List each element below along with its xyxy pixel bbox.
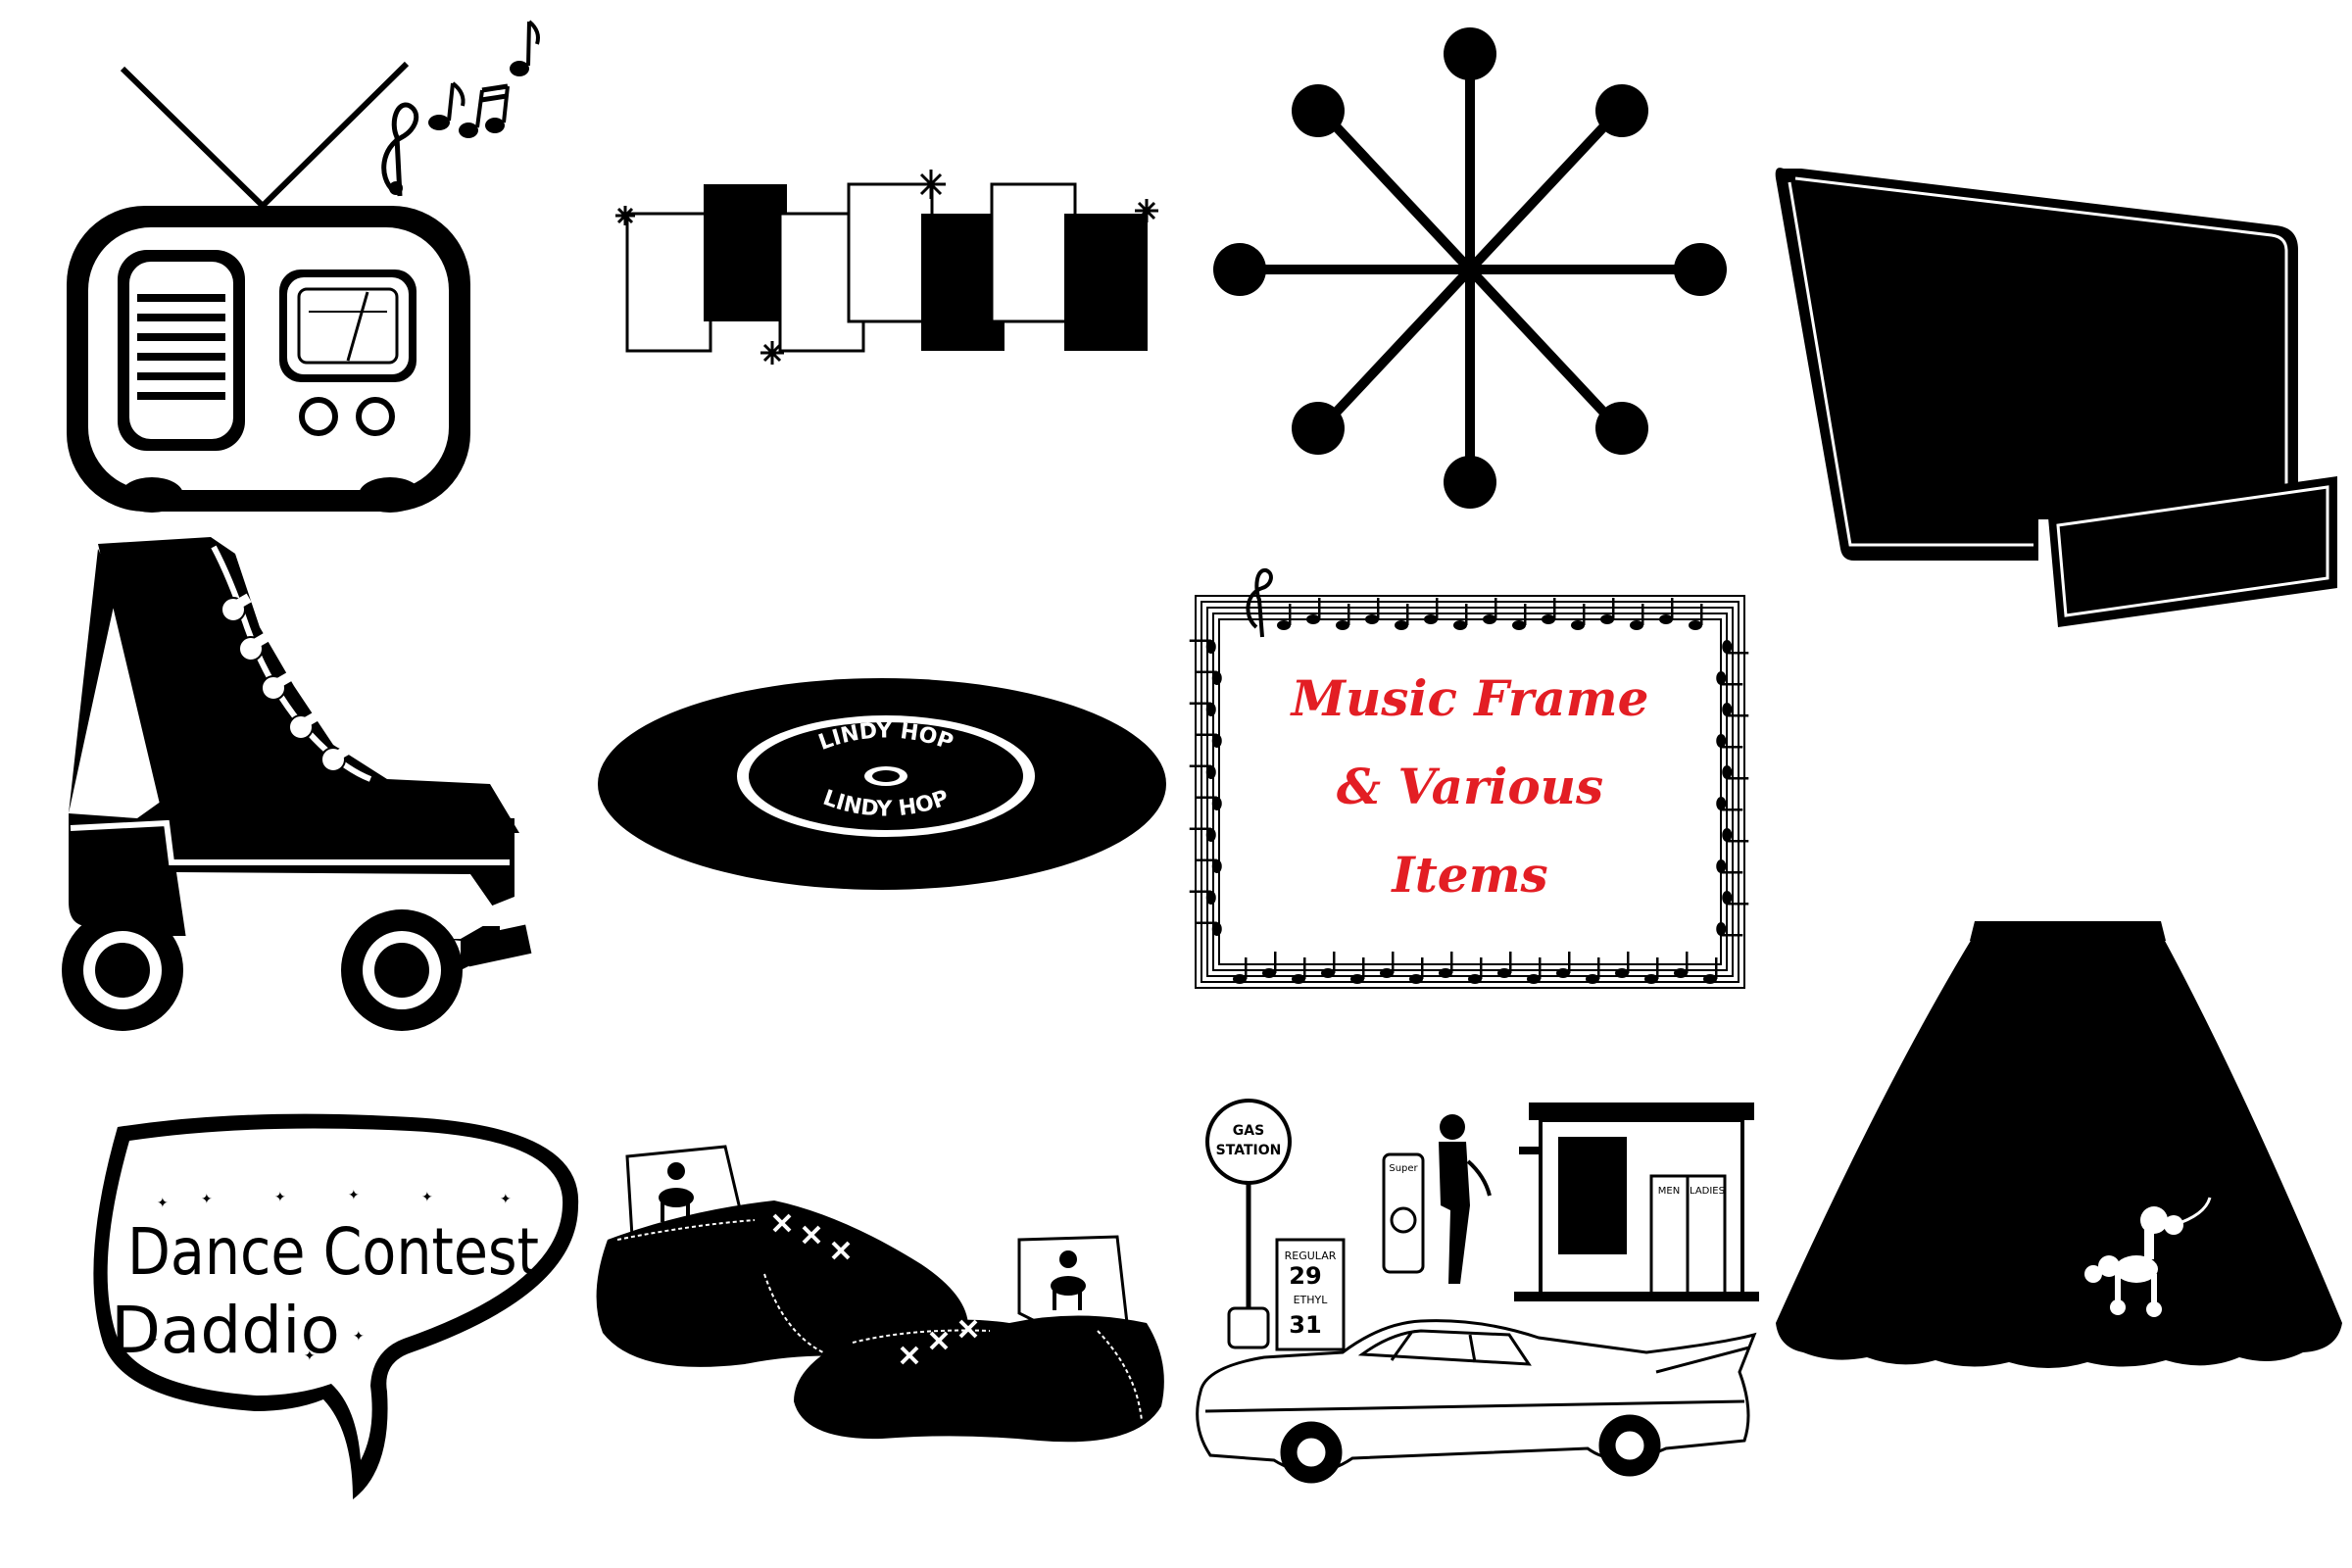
diamond-checker-banner-icon (615, 170, 1158, 365)
music-note-icon (1453, 604, 1468, 630)
music-note-icon (1380, 952, 1395, 978)
dance-contest-line2: Daddio (111, 1293, 340, 1368)
gas-sign-line2: STATION (1216, 1143, 1282, 1158)
gas-sign-line1: GAS (1233, 1123, 1264, 1139)
door-men: MEN (1658, 1186, 1680, 1197)
music-note-icon (1195, 670, 1222, 685)
speech-bubble-icon: ✦ ✦ ✦ ✦ ✦ ✦ Dance Contest Daddio ✦ ✦ ✦ (93, 1113, 579, 1499)
frame-title-line1: Music Frame (1290, 669, 1649, 727)
music-note-icon (1722, 640, 1749, 655)
music-note-icon (1195, 858, 1222, 873)
music-note-icon (1189, 639, 1216, 654)
music-note-icon (1703, 957, 1718, 984)
frame-title-line2: & Various (1337, 758, 1603, 815)
svg-text:✦: ✦ (500, 1193, 512, 1207)
music-note-icon (1365, 598, 1380, 624)
googie-sign-icon (1775, 168, 2337, 627)
music-note-icon (1195, 733, 1222, 748)
gas-station-icon: GAS STATION REGULAR 29 ETHYL 31 Super ME… (1205, 1099, 1759, 1351)
music-note-icon (1722, 891, 1749, 906)
atomic-starburst-icon (1213, 27, 1727, 509)
music-note-icon (1292, 957, 1306, 984)
music-note-icon (1189, 764, 1216, 779)
music-note-icon (1527, 957, 1542, 984)
music-note-icon (1483, 598, 1497, 624)
music-note-icon (1722, 703, 1749, 717)
music-note-icon (1644, 957, 1659, 984)
music-note-icon (1586, 957, 1600, 984)
music-note-icon (1716, 859, 1743, 874)
music-note-icon (1424, 598, 1439, 624)
music-note-icon (1497, 952, 1512, 978)
music-note-icon (1722, 765, 1749, 780)
frame-title-line3: Items (1390, 846, 1547, 904)
music-note-icon (1716, 734, 1743, 749)
music-note-icon (1615, 952, 1630, 978)
music-note-icon (1262, 952, 1277, 978)
music-note-icon (1277, 604, 1292, 630)
roller-skate-icon (62, 537, 532, 1031)
music-note-icon (1600, 598, 1615, 624)
music-note-icon (1189, 702, 1216, 716)
music-note-icon (1189, 827, 1216, 842)
music-note-icon (1630, 604, 1644, 630)
svg-text:✦: ✦ (201, 1193, 213, 1207)
music-note-icon (1189, 890, 1216, 905)
music-note-icon (1512, 604, 1527, 630)
price-ethyl-label: ETHYL (1294, 1294, 1329, 1306)
music-note-icon (1542, 598, 1556, 624)
music-note-icon (1722, 828, 1749, 843)
price-ethyl: 31 (1289, 1311, 1321, 1339)
svg-text:✦: ✦ (157, 1197, 169, 1211)
music-note-icon (1395, 604, 1409, 630)
music-note-icon (1306, 598, 1321, 624)
music-note-icon (1233, 957, 1248, 984)
music-note-icon (1659, 598, 1674, 624)
poodle-skirt-icon (1776, 921, 2342, 1368)
music-note-icon (1556, 952, 1571, 978)
classic-car-icon (1196, 1319, 1757, 1484)
music-note-icon (1195, 921, 1222, 936)
vinyl-record-icon: LINDY HOP LINDY HOP (598, 678, 1166, 890)
music-note-icon (1195, 796, 1222, 810)
pump-brand: Super (1389, 1163, 1418, 1174)
poodle-saddle-shoes-icon (596, 1145, 1164, 1443)
retro-radio-tv-icon (67, 61, 470, 513)
svg-text:✦: ✦ (353, 1330, 365, 1345)
dance-contest-line1: Dance Contest (127, 1214, 539, 1290)
music-note-icon (1716, 797, 1743, 811)
price-regular-label: REGULAR (1285, 1250, 1337, 1262)
music-note-icon (1716, 922, 1743, 937)
music-staff-frame-icon: Music Frame & Various Items (1189, 567, 1749, 989)
price-regular: 29 (1289, 1262, 1321, 1290)
music-note-icon (1409, 957, 1424, 984)
svg-text:✦: ✦ (147, 1334, 159, 1348)
music-note-icon (1336, 604, 1350, 630)
music-note-icon (1468, 957, 1483, 984)
music-note-icon (1716, 671, 1743, 686)
door-ladies: LADIES (1690, 1186, 1725, 1197)
svg-text:✦: ✦ (304, 1349, 316, 1364)
music-note-icon (1439, 952, 1453, 978)
svg-text:✦: ✦ (421, 1191, 433, 1205)
music-note-icon (1689, 604, 1703, 630)
music-note-icon (1350, 957, 1365, 984)
music-note-icon (1571, 604, 1586, 630)
svg-text:✦: ✦ (348, 1189, 360, 1203)
svg-text:✦: ✦ (274, 1191, 286, 1205)
music-note-icon (1674, 952, 1689, 978)
music-note-icon (1321, 952, 1336, 978)
music-notes-icon (381, 20, 540, 197)
